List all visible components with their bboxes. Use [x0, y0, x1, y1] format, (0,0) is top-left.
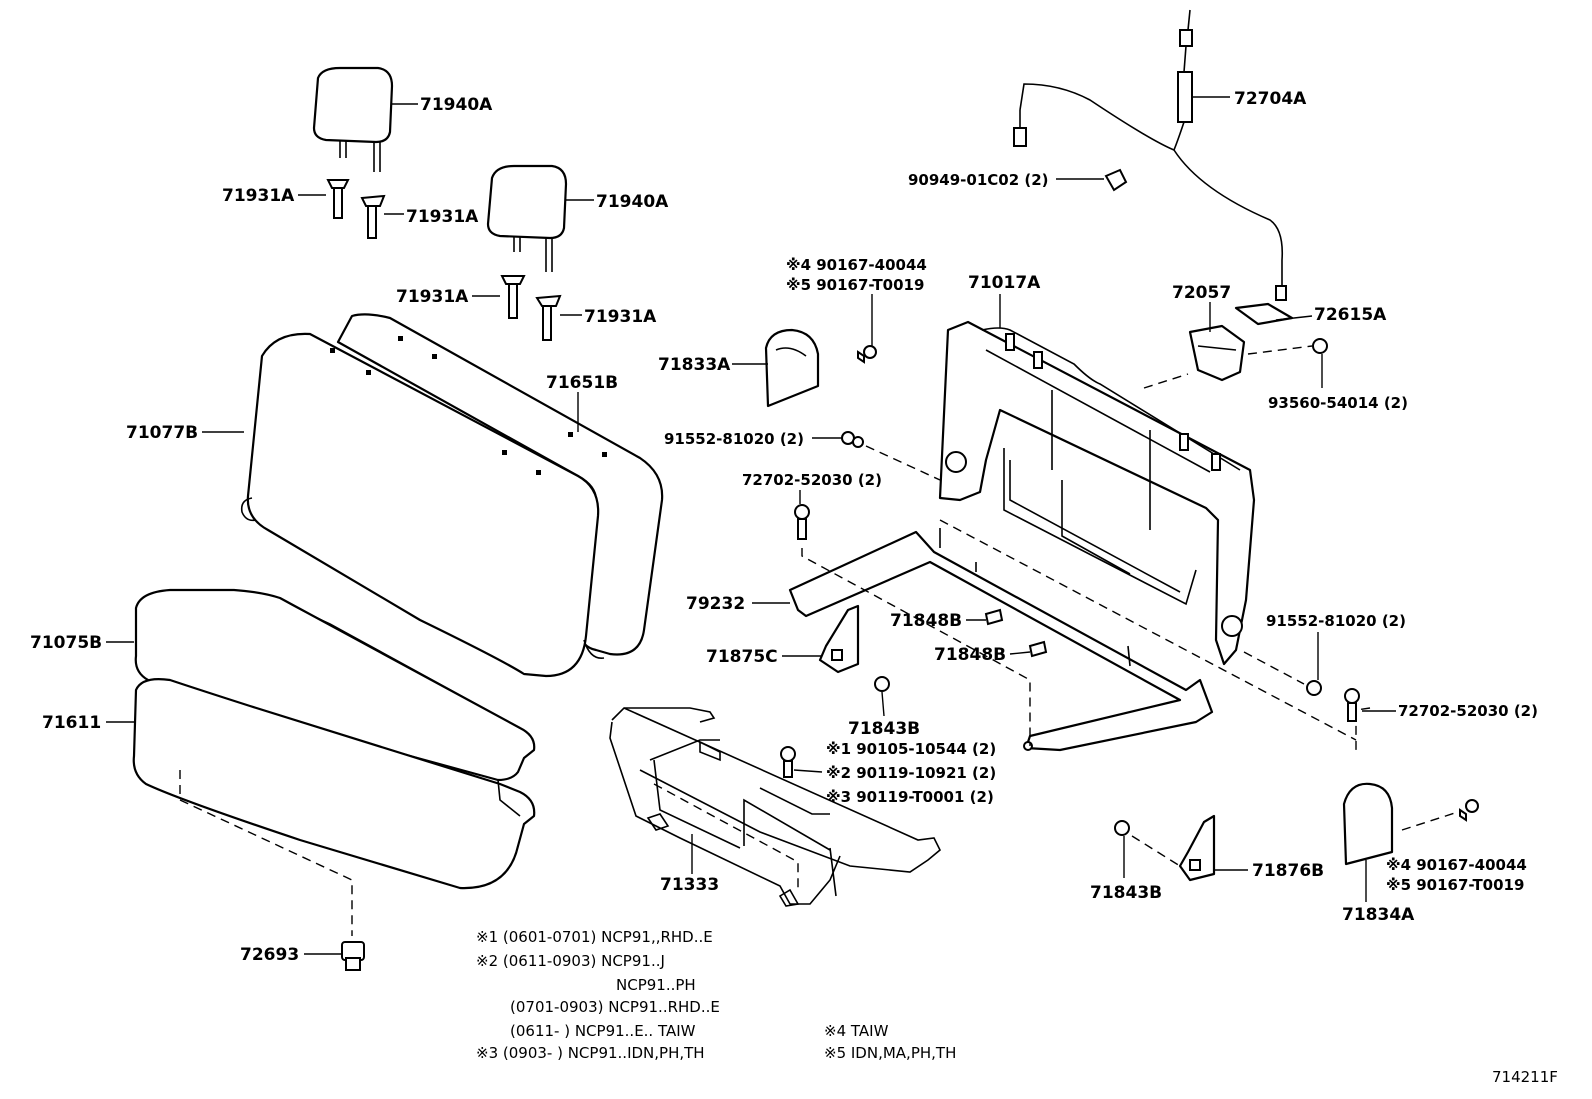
- dashed-leader: [1243, 651, 1305, 685]
- diagram-id: 714211F: [1492, 1068, 1558, 1086]
- bolt-72702-lower[interactable]: [1344, 688, 1360, 722]
- bracket-71875C[interactable]: [818, 604, 860, 674]
- label-90105-10544: ※1 90105-10544 (2): [826, 740, 996, 758]
- label-79232: 79232: [686, 594, 745, 614]
- label-91552-upper: 91552-81020 (2): [664, 430, 804, 448]
- label-71833A: 71833A: [658, 355, 731, 375]
- label-71017A: 71017A: [968, 273, 1041, 293]
- label-71075B: 71075B: [30, 633, 102, 653]
- dashed-leader: [1131, 835, 1181, 867]
- label-91552-lower: 91552-81020 (2): [1266, 612, 1406, 630]
- label-90167-T0019-bottom: ※5 90167-T0019: [1386, 876, 1524, 894]
- pad-72615A[interactable]: [1234, 302, 1294, 326]
- screw-90167-top[interactable]: [857, 345, 877, 364]
- label-71333: 71333: [660, 875, 719, 895]
- label-90119-10921: ※2 90119-10921 (2): [826, 764, 996, 782]
- bolt-72702-upper[interactable]: [794, 504, 810, 540]
- label-71651B: 71651B: [546, 373, 618, 393]
- bracket-71876B[interactable]: [1178, 814, 1216, 882]
- bolt-71843B-upper[interactable]: [874, 676, 890, 692]
- note-6: ※3 (0903- ) NCP91..IDN,PH,TH: [476, 1044, 705, 1062]
- headrest-support[interactable]: [326, 179, 350, 219]
- seat-back-assembly[interactable]: [240, 313, 664, 678]
- label-72702-lower: 72702-52030 (2): [1398, 702, 1538, 720]
- dashed-leader: [1355, 707, 1371, 752]
- label-71940A: 71940A: [596, 192, 669, 212]
- dashed-leader: [865, 445, 941, 481]
- label-71077B: 71077B: [126, 423, 198, 443]
- label-71834A: 71834A: [1342, 905, 1415, 925]
- label-71931A: 71931A: [396, 287, 469, 307]
- label-71876B: 71876B: [1252, 861, 1324, 881]
- note-4: (0701-0903) NCP91..RHD..E: [510, 998, 720, 1016]
- label-71875C: 71875C: [706, 647, 778, 667]
- label-71931A: 71931A: [406, 207, 479, 227]
- bolt-91552-lower[interactable]: [1306, 680, 1322, 696]
- label-71843B: 71843B: [848, 719, 920, 739]
- label-71931A: 71931A: [584, 307, 657, 327]
- note-7: ※4 TAIW: [824, 1022, 889, 1040]
- application-notes: ※1 (0601-0701) NCP91,,RHD..E ※2 (0611-09…: [476, 928, 956, 1062]
- label-72615A: 72615A: [1314, 305, 1387, 325]
- dashed-leader: [1247, 345, 1313, 355]
- headrest-support[interactable]: [360, 194, 386, 239]
- dashed-leader: [1401, 811, 1459, 831]
- label-72693: 72693: [240, 945, 299, 965]
- note-5: (0611- ) NCP91..E.. TAIW: [510, 1022, 696, 1040]
- label-90167-T0019-top: ※5 90167-T0019: [786, 276, 924, 294]
- dashed-leader: [801, 548, 1031, 746]
- note-3: NCP91..PH: [616, 976, 696, 994]
- screw-90167-bottom[interactable]: [1459, 799, 1479, 822]
- label-71931A: 71931A: [222, 186, 295, 206]
- lock-cable[interactable]: [1013, 9, 1287, 301]
- label-72704A: 72704A: [1234, 89, 1307, 109]
- note-8: ※5 IDN,MA,PH,TH: [824, 1044, 956, 1062]
- lock-bracket-72057[interactable]: [1188, 324, 1246, 382]
- clip-71848B-b[interactable]: [1028, 640, 1048, 658]
- dashed-leader: [653, 783, 799, 890]
- seat-cushion-pad[interactable]: [132, 678, 536, 890]
- cushion-frame-71333[interactable]: [609, 707, 941, 907]
- screw-93560[interactable]: [1312, 338, 1328, 354]
- hinge-cover-71833A[interactable]: [764, 328, 820, 408]
- label-90167-40044-bottom: ※4 90167-40044: [1386, 856, 1527, 874]
- note-2: ※2 (0611-0903) NCP91..J: [476, 952, 665, 970]
- label-71940A: 71940A: [420, 95, 493, 115]
- label-71843B: 71843B: [1090, 883, 1162, 903]
- bolt-center[interactable]: [780, 746, 796, 778]
- label-93560: 93560-54014 (2): [1268, 394, 1408, 412]
- dashed-leader: [1143, 373, 1189, 389]
- label-71848B: 71848B: [890, 611, 962, 631]
- note-1: ※1 (0601-0701) NCP91,,RHD..E: [476, 928, 713, 946]
- clamp-90949[interactable]: [1104, 168, 1128, 192]
- label-90949: 90949-01C02 (2): [908, 171, 1049, 189]
- headrest-upper[interactable]: [312, 66, 394, 172]
- clip-72693[interactable]: [341, 941, 365, 971]
- label-90119-T0001: ※3 90119-T0001 (2): [826, 788, 994, 806]
- label-71848B: 71848B: [934, 645, 1006, 665]
- bolt-71843B-lower[interactable]: [1114, 820, 1130, 836]
- headrest-support[interactable]: [535, 294, 562, 341]
- dashed-leader: [939, 519, 1357, 741]
- bolt-91552-upper[interactable]: [841, 431, 864, 448]
- headrest-support[interactable]: [500, 275, 526, 319]
- dashed-leader: [179, 770, 353, 936]
- headrest-lower[interactable]: [486, 164, 568, 272]
- label-72702-upper: 72702-52030 (2): [742, 471, 882, 489]
- clip-71848B-a[interactable]: [984, 608, 1004, 626]
- label-72057: 72057: [1172, 283, 1231, 303]
- label-71611: 71611: [42, 713, 101, 733]
- seat-back-frame[interactable]: [938, 320, 1256, 666]
- label-90167-40044-top: ※4 90167-40044: [786, 256, 927, 274]
- hinge-cover-71834A[interactable]: [1342, 782, 1394, 866]
- leader-lines: [106, 96, 1396, 955]
